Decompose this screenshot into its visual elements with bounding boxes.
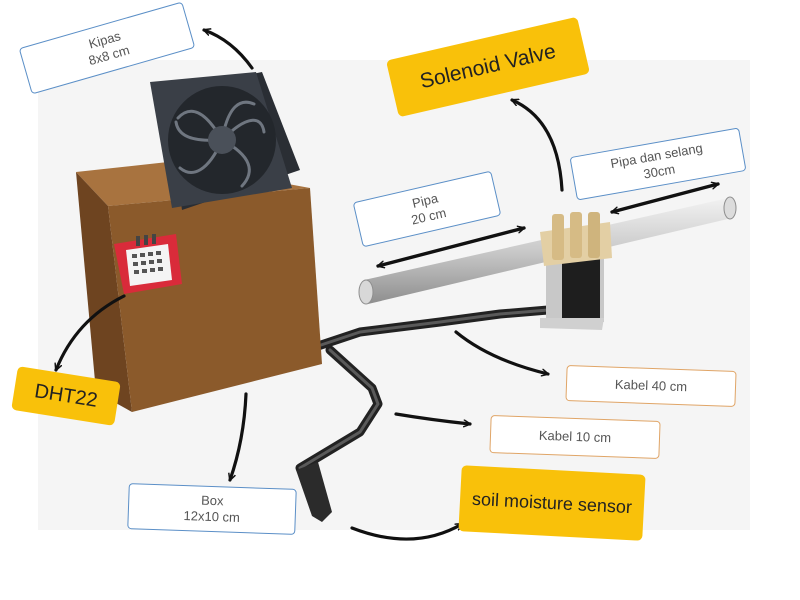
arrow-to-box-label — [230, 392, 248, 482]
arrow-to-solenoid-tag — [510, 98, 564, 192]
hose-length-arrow — [610, 184, 720, 212]
arrow-to-dht22-tag — [54, 294, 126, 372]
box-label-name: Box — [200, 492, 224, 509]
cable-10-label: Kabel 10 cm — [489, 415, 661, 459]
cables — [295, 305, 553, 473]
soil-probe — [296, 462, 332, 522]
soil-moisture-sensor-tag: soil moisture sensor — [458, 465, 646, 541]
soil-moisture-sensor-tag-text: soil moisture sensor — [471, 488, 633, 517]
cable-40-label-text: Kabel 40 cm — [614, 376, 688, 395]
box-left-face — [76, 172, 132, 412]
arrows — [54, 30, 564, 541]
cable-10-label-text: Kabel 10 cm — [538, 427, 612, 446]
dht22-tag-text: DHT22 — [33, 379, 100, 412]
arrow-to-cable-40-label — [454, 330, 550, 374]
arrow-to-fan-label — [202, 30, 254, 70]
arrow-to-soil-tag — [350, 522, 464, 541]
dht22-sensor-icon — [114, 234, 182, 294]
pipe-length-arrow — [376, 228, 526, 266]
cable-40-label: Kabel 40 cm — [565, 365, 737, 407]
box-label-size: 12x10 cm — [183, 508, 241, 525]
solenoid-valve-icon — [540, 212, 612, 330]
dimension-arrows — [376, 184, 720, 266]
arrow-to-cable-10-label — [394, 412, 472, 424]
fan-icon — [150, 72, 300, 210]
box-label: Box 12x10 cm — [127, 483, 297, 535]
